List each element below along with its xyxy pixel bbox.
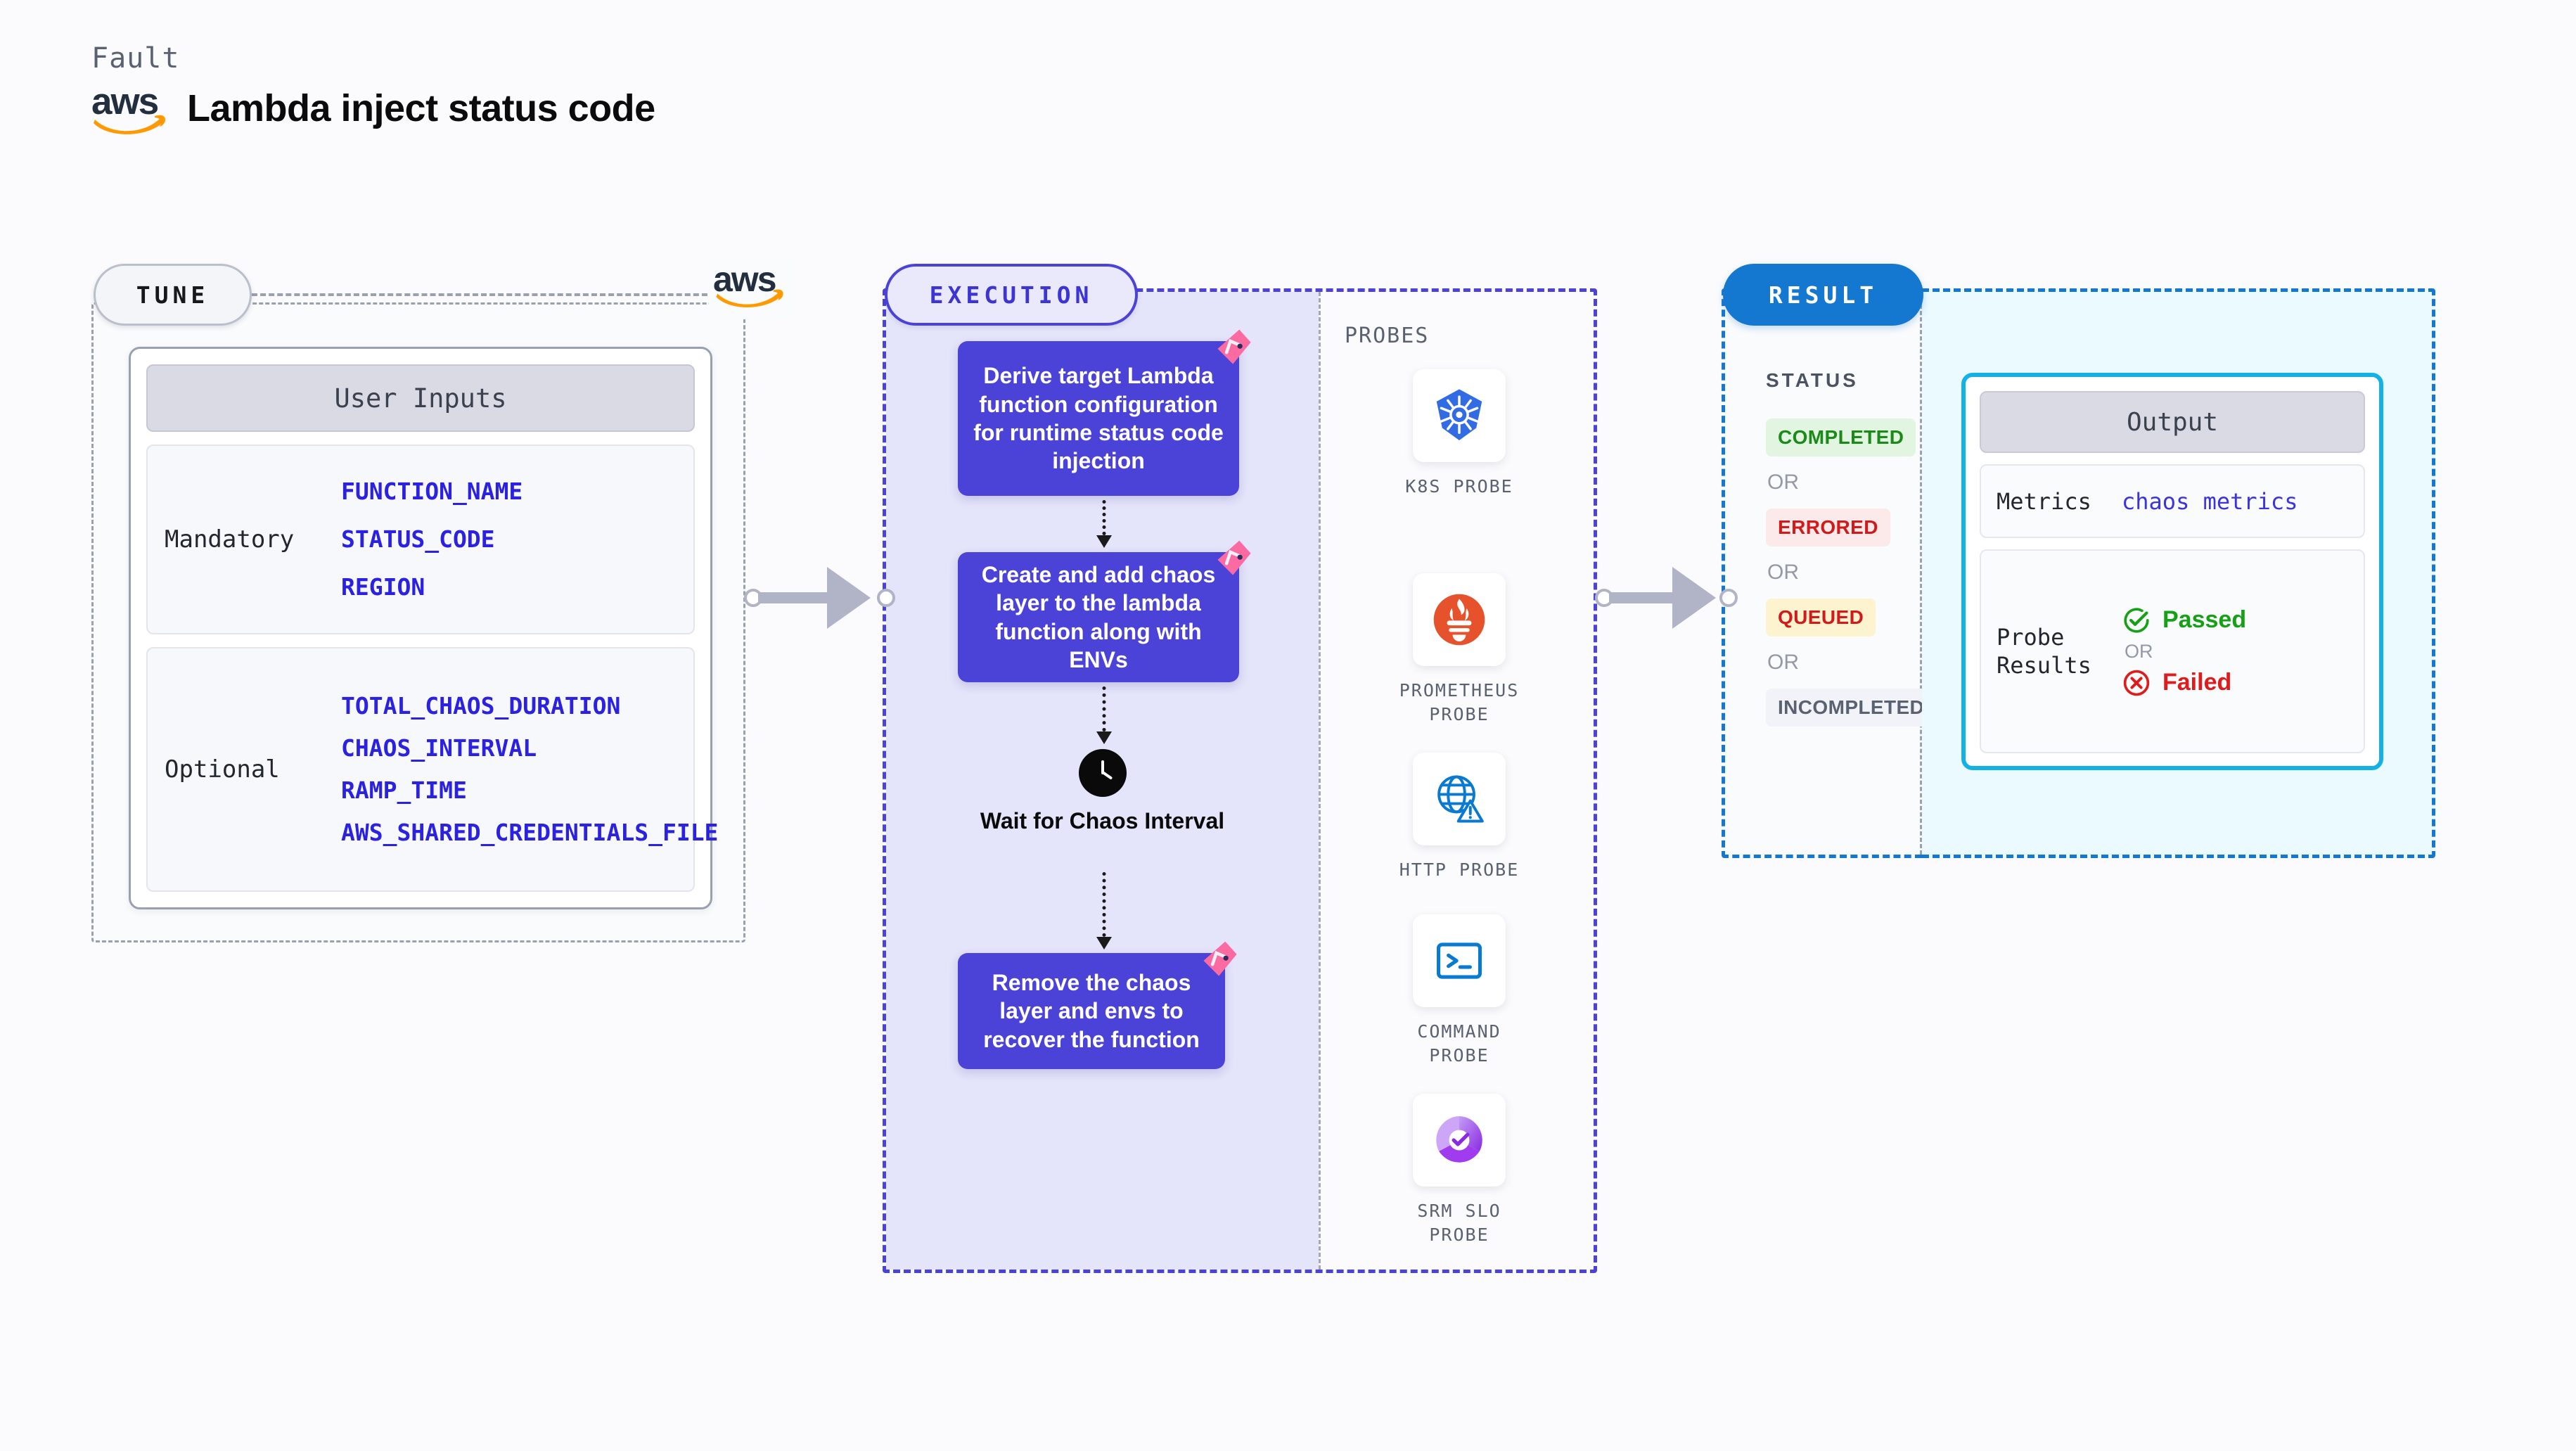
execution-step-1[interactable]: Derive target Lambda function configurat…: [958, 329, 1251, 496]
param-function-name[interactable]: FUNCTION_NAME: [341, 478, 523, 506]
connector-end-dot: [877, 589, 895, 607]
output-title: Output: [1980, 391, 2365, 453]
probe-result-failed-label: Failed: [2162, 669, 2232, 696]
execution-step-4[interactable]: Remove the chaos layer and envs to recov…: [958, 941, 1237, 1069]
kubernetes-icon: [1413, 369, 1506, 462]
terminal-icon: [1413, 914, 1506, 1007]
status-badge-queued: QUEUED: [1766, 599, 1876, 637]
param-region[interactable]: REGION: [341, 573, 425, 601]
connector-end-dot: [1719, 589, 1738, 607]
probe-http[interactable]: HTTP PROBE: [1389, 753, 1530, 882]
aws-logo-text: aws: [91, 81, 159, 122]
aws-logo: aws: [91, 83, 167, 134]
probe-prometheus[interactable]: PROMETHEUS PROBE: [1389, 573, 1530, 727]
chaos-flag-icon: [1203, 941, 1237, 976]
probe-result-passed: Passed: [2122, 606, 2246, 635]
tune-aws-logo: aws: [709, 259, 793, 319]
tune-pill-label: TUNE: [94, 264, 252, 326]
param-ramp-time[interactable]: RAMP_TIME: [341, 776, 467, 804]
tune-aws-smile-icon: [716, 289, 783, 307]
mandatory-param-list: FUNCTION_NAME STATUS_CODE REGION: [341, 478, 523, 601]
result-output-panel: Output Metrics chaos metrics Probe Resul…: [1922, 288, 2435, 858]
probe-result-values: Passed OR Failed: [2122, 606, 2246, 698]
status-badge-incompleted: INCOMPLETED: [1766, 689, 1937, 727]
status-title: STATUS: [1766, 369, 1859, 391]
execution-step-1-text: Derive target Lambda function configurat…: [973, 363, 1224, 474]
prometheus-icon: [1413, 573, 1506, 666]
probes-title: PROBES: [1345, 324, 1430, 348]
tune-connector-dash: [252, 293, 716, 296]
execution-step-2-text: Create and add chaos layer to the lambda…: [981, 561, 1216, 672]
srm-slo-icon: [1413, 1094, 1506, 1187]
connector-arrowhead: [827, 567, 871, 629]
probe-command-label: COMMAND PROBE: [1417, 1021, 1501, 1066]
optional-param-list: TOTAL_CHAOS_DURATION CHAOS_INTERVAL RAMP…: [341, 692, 719, 846]
aws-smile-icon: [94, 115, 165, 134]
execution-panel: Derive target Lambda function configurat…: [883, 288, 1597, 1273]
tune-panel: User Inputs Mandatory FUNCTION_NAME STAT…: [91, 302, 745, 942]
execution-pill-label: EXECUTION: [885, 264, 1138, 326]
param-chaos-interval[interactable]: CHAOS_INTERVAL: [341, 734, 537, 762]
execution-arrow-2: [1096, 686, 1112, 744]
mandatory-label: Mandatory: [165, 525, 295, 554]
execution-probes-divider: [1319, 292, 1321, 1270]
optional-label: Optional: [165, 755, 280, 784]
check-circle-icon: [2124, 607, 2149, 632]
probe-command[interactable]: COMMAND PROBE: [1389, 914, 1530, 1068]
connector-arrowhead: [1672, 567, 1716, 629]
result-pill-label: RESULT: [1723, 264, 1923, 326]
user-inputs-title: User Inputs: [146, 364, 695, 432]
status-or-2: OR: [1767, 561, 1799, 584]
status-badge-completed: COMPLETED: [1766, 418, 1916, 456]
execution-wait-label: Wait for Chaos Interval: [980, 808, 1225, 833]
user-inputs-card: User Inputs Mandatory FUNCTION_NAME STAT…: [129, 347, 719, 909]
fault-label: Fault: [91, 42, 180, 75]
output-probe-results-row: Probe Results Passed OR: [1980, 549, 2365, 753]
param-total-chaos-duration[interactable]: TOTAL_CHAOS_DURATION: [341, 692, 621, 720]
probe-srm-slo[interactable]: SRM SLO PROBE: [1389, 1094, 1530, 1247]
execution-step-4-text: Remove the chaos layer and envs to recov…: [983, 970, 1200, 1052]
param-aws-shared-credentials-file[interactable]: AWS_SHARED_CREDENTIALS_FILE: [341, 818, 719, 846]
status-badge-errored: ERRORED: [1766, 509, 1890, 546]
probe-result-or: OR: [2125, 640, 2153, 662]
optional-params-group: Optional TOTAL_CHAOS_DURATION CHAOS_INTE…: [146, 647, 719, 892]
output-card: Output Metrics chaos metrics Probe Resul…: [1961, 373, 2383, 770]
page-header: Fault aws Lambda inject status code: [91, 42, 655, 134]
output-metrics-value[interactable]: chaos metrics: [2122, 487, 2298, 515]
x-circle-icon: [2123, 670, 2150, 696]
output-probe-results-key: Probe Results: [1997, 624, 2091, 679]
status-or-3: OR: [1767, 651, 1799, 674]
probe-prometheus-label: PROMETHEUS PROBE: [1399, 680, 1520, 724]
result-status-panel: STATUS COMPLETED OR ERRORED OR QUEUED OR…: [1722, 288, 1937, 858]
status-or-1: OR: [1767, 471, 1799, 494]
probe-srm-slo-label: SRM SLO PROBE: [1417, 1201, 1501, 1245]
connector-execution-to-result: [1595, 566, 1738, 629]
probe-result-failed: Failed: [2122, 668, 2246, 698]
probe-http-label: HTTP PROBE: [1399, 859, 1520, 880]
probe-result-passed-label: Passed: [2162, 606, 2247, 633]
page-title: Lambda inject status code: [187, 87, 655, 129]
probes-column: PROBES: [1319, 292, 1601, 1270]
execution-arrow-3: [1096, 872, 1112, 950]
probe-k8s[interactable]: K8S PROBE: [1389, 369, 1530, 499]
chaos-flag-icon: [1217, 329, 1251, 364]
chaos-flag-icon: [1217, 540, 1251, 575]
status-list: COMPLETED OR ERRORED OR QUEUED OR INCOMP…: [1766, 418, 1937, 727]
execution-wait-node: Wait for Chaos Interval: [886, 749, 1319, 835]
execution-arrow-1: [1096, 500, 1112, 548]
result-status-divider: [1920, 292, 1922, 855]
execution-step-2[interactable]: Create and add chaos layer to the lambda…: [958, 540, 1251, 682]
output-metrics-row: Metrics chaos metrics: [1980, 464, 2365, 538]
clock-icon: [1078, 749, 1127, 797]
mandatory-params-group: Mandatory FUNCTION_NAME STATUS_CODE REGI…: [146, 445, 695, 634]
param-status-code[interactable]: STATUS_CODE: [341, 525, 495, 554]
connector-tune-to-execution: [744, 566, 895, 629]
tune-aws-logo-text: aws: [713, 260, 777, 299]
output-metrics-key: Metrics: [1997, 487, 2091, 515]
probe-k8s-label: K8S PROBE: [1405, 476, 1513, 497]
http-globe-icon: [1413, 753, 1506, 845]
